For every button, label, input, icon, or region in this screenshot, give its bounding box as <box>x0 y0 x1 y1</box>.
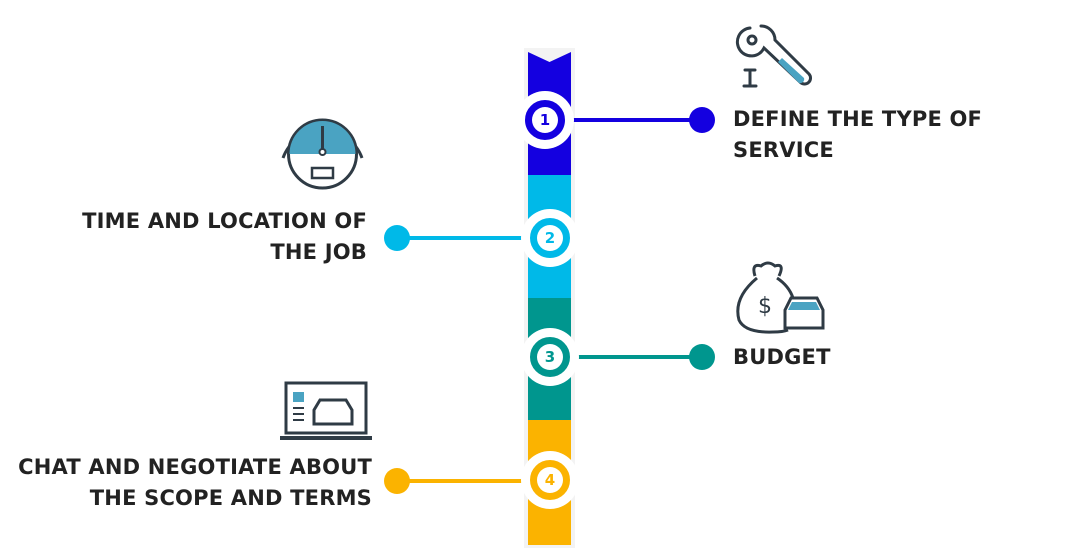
connector-3 <box>570 355 705 359</box>
step-number: 1 <box>539 111 551 129</box>
step-3-badge: 3 <box>526 333 574 381</box>
step-2-label: TIME AND LOCATION OF THE JOB <box>82 206 367 268</box>
step-number: 3 <box>544 348 556 366</box>
connector-1 <box>570 118 705 122</box>
step-number: 2 <box>544 229 556 247</box>
step-number: 4 <box>544 471 556 489</box>
money-bag-car-icon: $ <box>736 261 825 334</box>
step-2-badge: 2 <box>526 214 574 262</box>
connector-dot-4 <box>384 468 410 494</box>
step-1-badge: 1 <box>521 96 569 144</box>
connector-4 <box>397 479 527 483</box>
svg-text:$: $ <box>758 294 772 319</box>
step-2-label-line-1: TIME AND LOCATION OF <box>82 209 367 233</box>
step-4-label-line-1: CHAT AND NEGOTIATE ABOUT <box>18 455 372 479</box>
step-4-label-line-2: THE SCOPE AND TERMS <box>89 486 372 510</box>
step-1-label: DEFINE THE TYPE OF SERVICE <box>733 107 983 162</box>
step-4-label: CHAT AND NEGOTIATE ABOUT THE SCOPE AND TE… <box>18 452 372 514</box>
wrench-icon <box>735 24 812 88</box>
laptop-car-icon <box>280 381 372 440</box>
connector-2 <box>397 236 527 240</box>
speedometer-icon <box>281 118 364 190</box>
step-2-label-line-2: THE JOB <box>270 240 367 264</box>
step-4-badge: 4 <box>526 456 574 504</box>
connector-dot-2 <box>384 225 410 251</box>
step-3-label: BUDGET <box>733 345 831 369</box>
connector-dot-3 <box>689 344 715 370</box>
connector-dot-1 <box>689 107 715 133</box>
